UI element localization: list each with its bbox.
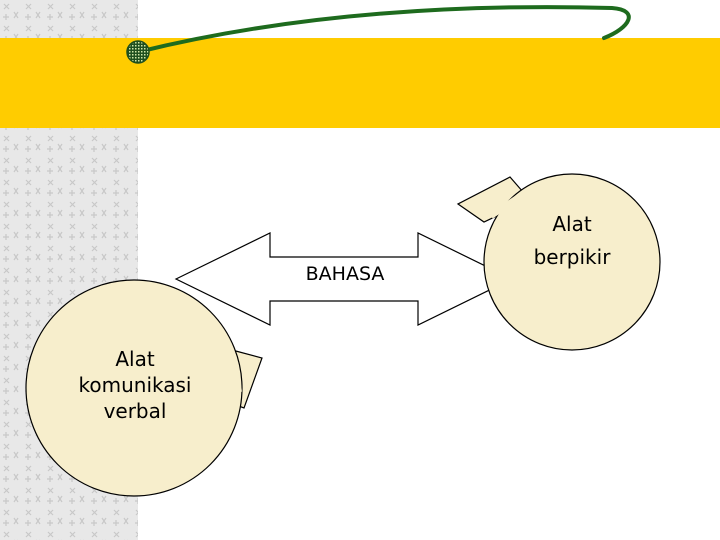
title-banner — [0, 38, 720, 128]
bubble-alat-berpikir — [456, 173, 661, 351]
bahasa-label: BAHASA — [305, 263, 385, 285]
bubble-alat-komunikasi — [25, 279, 263, 497]
swoosh-line — [136, 5, 631, 54]
globe-icon — [126, 40, 150, 64]
alat-komunikasi-label: Alat komunikasi verbal — [78, 347, 192, 423]
alat-berpikir-label: Alat berpikir — [533, 212, 611, 269]
